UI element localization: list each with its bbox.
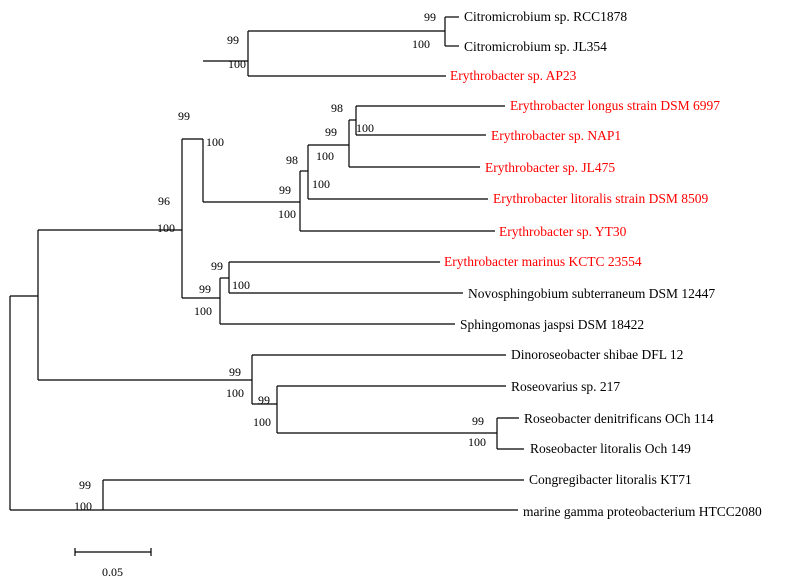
scale-bar: 0.05 xyxy=(74,548,152,579)
taxon-label: Erythrobacter sp. NAP1 xyxy=(491,128,621,143)
bootstrap-value: 96 xyxy=(158,194,170,208)
bootstrap-value: 100 xyxy=(468,435,486,449)
bootstrap-value: 99 xyxy=(211,259,223,273)
taxon-label: Roseobacter litoralis Och 149 xyxy=(530,441,691,456)
taxon-label: Erythrobacter marinus KCTC 23554 xyxy=(444,254,642,269)
bootstrap-value: 100 xyxy=(206,135,224,149)
bootstrap-value: 100 xyxy=(278,207,296,221)
bootstrap-value: 99 xyxy=(279,183,291,197)
taxon-label: Roseovarius sp. 217 xyxy=(511,379,620,394)
bootstrap-value: 100 xyxy=(412,37,430,51)
bootstrap-value: 99 xyxy=(258,393,270,407)
bootstrap-value: 100 xyxy=(228,57,246,71)
bootstrap-value: 99 xyxy=(229,365,241,379)
taxon-label: marine gamma proteobacterium HTCC2080 xyxy=(523,504,762,519)
bootstrap-value: 98 xyxy=(286,153,298,167)
taxon-label: Sphingomonas jaspsi DSM 18422 xyxy=(460,317,644,332)
taxon-label: Erythrobacter longus strain DSM 6997 xyxy=(510,98,720,113)
bootstrap-value: 99 xyxy=(199,282,211,296)
bootstrap-value: 100 xyxy=(74,499,92,513)
bootstrap-value: 99 xyxy=(325,125,337,139)
bootstrap-values: 99 100 99 100 99 100 98 100 99 100 98 10… xyxy=(74,10,486,513)
bootstrap-value: 100 xyxy=(253,415,271,429)
bootstrap-value: 100 xyxy=(312,177,330,191)
bootstrap-value: 99 xyxy=(227,33,239,47)
bootstrap-value: 99 xyxy=(178,109,190,123)
bootstrap-value: 99 xyxy=(472,414,484,428)
bootstrap-value: 100 xyxy=(157,221,175,235)
tree-branches xyxy=(9,16,524,511)
taxon-label: Citromicrobium sp. RCC1878 xyxy=(464,9,627,24)
scale-bar-label: 0.05 xyxy=(102,565,123,579)
bootstrap-value: 100 xyxy=(194,304,212,318)
taxon-label: Roseobacter denitrificans OCh 114 xyxy=(524,411,714,426)
taxon-labels: Citromicrobium sp. RCC1878 Citromicrobiu… xyxy=(444,9,762,519)
taxon-label: Congregibacter litoralis KT71 xyxy=(529,472,692,487)
bootstrap-value: 100 xyxy=(226,386,244,400)
taxon-label: Citromicrobium sp. JL354 xyxy=(464,39,607,54)
bootstrap-value: 99 xyxy=(79,478,91,492)
taxon-label: Erythrobacter sp. AP23 xyxy=(450,68,577,83)
bootstrap-value: 100 xyxy=(232,278,250,292)
taxon-label: Novosphingobium subterraneum DSM 12447 xyxy=(468,286,715,301)
bootstrap-value: 98 xyxy=(331,101,343,115)
bootstrap-value: 99 xyxy=(424,10,436,24)
bootstrap-value: 100 xyxy=(356,121,374,135)
taxon-label: Dinoroseobacter shibae DFL 12 xyxy=(511,347,683,362)
taxon-label: Erythrobacter sp. JL475 xyxy=(485,160,615,175)
taxon-label: Erythrobacter litoralis strain DSM 8509 xyxy=(493,191,708,206)
bootstrap-value: 100 xyxy=(316,149,334,163)
taxon-label: Erythrobacter sp. YT30 xyxy=(499,224,627,239)
